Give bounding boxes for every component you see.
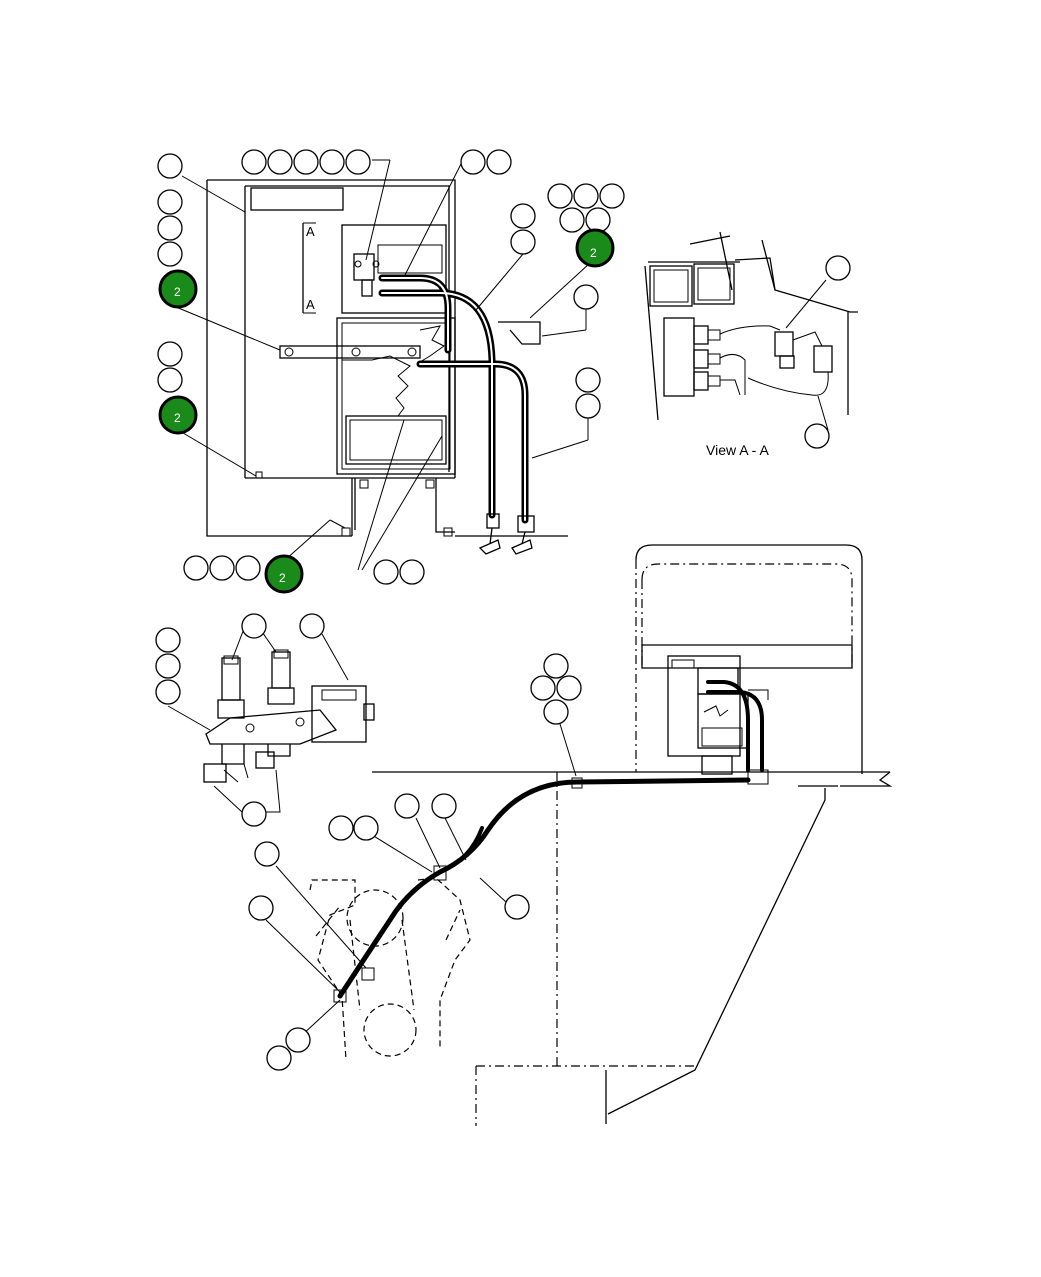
callout-bubbles-manifold (155, 613, 325, 827)
hotspot-b-label: 2 (174, 411, 181, 425)
hotspot-c[interactable]: 2 (575, 228, 615, 268)
callout-bubbles-main (157, 149, 625, 585)
manifold-detail (203, 649, 375, 783)
vehicle-installation (309, 544, 893, 1126)
main-assembly: A A (206, 179, 568, 555)
hotspot-d[interactable]: 2 (264, 554, 304, 594)
section-mark-top: A (306, 224, 315, 239)
hotspot-a[interactable]: 2 (158, 269, 198, 309)
hotspot-b[interactable]: 2 (158, 395, 198, 435)
section-mark-bottom: A (306, 297, 315, 312)
leader-lines-main (175, 159, 591, 571)
leader-lines-manifold (167, 625, 349, 813)
hotspot-c-label: 2 (590, 246, 597, 260)
hotspot-d-label: 2 (279, 571, 286, 585)
callout-bubbles-installation (248, 653, 582, 1071)
view-a-a-label: View A - A (706, 442, 769, 458)
hotspot-a-label: 2 (174, 285, 181, 299)
leader-lines-installation (265, 723, 577, 1049)
view-a-a: View A - A (644, 231, 858, 458)
